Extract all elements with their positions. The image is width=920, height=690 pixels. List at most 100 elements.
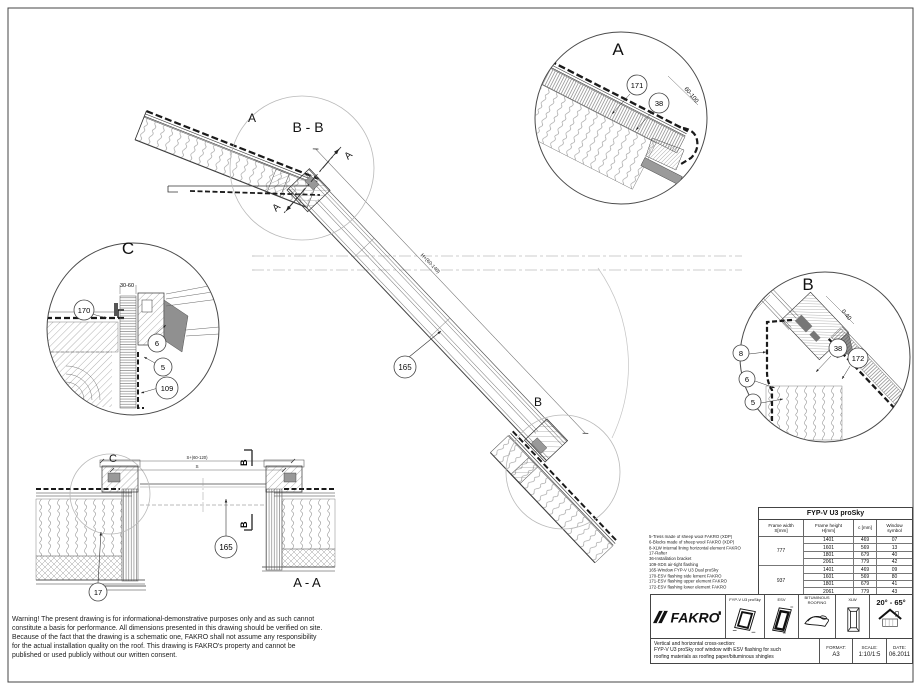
detail-c-ref-circle (69, 453, 151, 535)
dim-opening-width: S+(60-120) (186, 455, 208, 460)
table-cell-width: 937 (759, 566, 804, 596)
callout-5b-circle (744, 393, 762, 411)
parts-list-item: 165-Window FYP-V U3 Dual proSky (649, 568, 719, 574)
sheet-border (7, 7, 914, 683)
detail-a-label: A (612, 40, 624, 59)
table-cell-width: 777 (759, 537, 804, 567)
callout-170-circle (73, 299, 95, 321)
date-label: DATE: (893, 644, 906, 650)
callout-38b-circle (828, 338, 848, 358)
callout-6c-text: 6 (155, 339, 159, 348)
scale-cell: SCALE: 1:10/1:5 (853, 639, 887, 663)
window-section: H+(60-140) (286, 148, 589, 463)
parts-list-item: 17-Rafter (649, 551, 668, 557)
detail-a: 171 38 60-100 A (534, 31, 708, 205)
cut-b-label-top: B (239, 459, 249, 466)
detail-c-dim: 30-60 (120, 283, 134, 289)
brand-text: FAKRO (671, 609, 720, 625)
detail-b-ref-circle (505, 414, 621, 530)
callout-5c-text: 5 (161, 363, 165, 372)
detail-b: 8 6 5 38 172 0-40 B (732, 271, 911, 443)
table-cell: 679 (854, 551, 877, 560)
xlw-lining-icon (846, 607, 859, 632)
date-value: 06.2011 (888, 651, 911, 658)
callout-5b-text: 5 (751, 398, 755, 407)
cut-a-label-top: A (343, 149, 356, 162)
parts-list-item: 6-Blocks made of sheep wool FAKRO (XDP) (649, 540, 735, 545)
table-cell: 679 (854, 581, 877, 589)
table-cell: 40 (877, 552, 912, 560)
pitch-cell: 20° - 65° (870, 595, 912, 638)
table-cell: 569 (854, 544, 877, 552)
table-cell: 1801 (804, 581, 854, 589)
table-cell: 469 (854, 566, 877, 574)
bituminous-roofing-icon (804, 615, 829, 627)
callout-6b-text: 6 (745, 375, 749, 384)
callout-165-text: 165 (398, 363, 412, 372)
flashing-icon-cell: ESV (765, 595, 799, 638)
table-cell: 41 (877, 581, 912, 589)
fakro-logo: FAKRO (651, 595, 726, 638)
callout-171-text: 171 (631, 81, 644, 90)
callout-172-circle (847, 347, 869, 369)
callout-38b-text: 38 (834, 344, 842, 353)
table-cell: 1401 (804, 537, 854, 545)
callout-6c-circle (147, 333, 167, 353)
detail-c-label: C (122, 239, 134, 258)
callout-165-main: 165 (393, 330, 442, 379)
icon-label-window: FYP-V U3 proSky (729, 597, 761, 603)
table-cell: 42 (877, 559, 912, 567)
detail-c: 30-60 170 6 5 109 C (46, 239, 220, 416)
format-label: FORMAT: (826, 644, 846, 650)
table-cell: 13 (877, 544, 912, 552)
title-block: FAKRO FYP-V U3 proSky ESV BITUMINOUS (650, 594, 913, 664)
callout-165-aa-text: 165 (219, 543, 233, 552)
callout-8-text: 8 (739, 349, 743, 358)
col-frame-width: Frame width S[mm] (759, 520, 804, 537)
cut-b-label-bottom: B (239, 521, 249, 528)
table-cell: 779 (854, 559, 877, 567)
table-cell: 2061 (804, 559, 854, 567)
cut-b-marker-bottom: B (239, 514, 253, 531)
callout-172-text: 172 (852, 354, 865, 363)
table-cell: 1601 (804, 544, 854, 552)
drawing-description: Vertical and horizontal cross-section: F… (654, 641, 781, 660)
product-icon-cell: FYP-V U3 proSky (726, 595, 765, 638)
dim-frame-width: S (195, 464, 198, 469)
roof-pitch-icon (878, 608, 902, 627)
parts-list-item: 8-XLW internal lining horizontal element… (649, 546, 741, 551)
table-cell: 1801 (804, 551, 854, 560)
icon-label-xlw: XLW (848, 597, 857, 603)
callout-17: 17 (88, 531, 108, 602)
col-c: c [mm] (854, 520, 877, 537)
size-table: FYP-V U3 proSky Frame width S[mm] Frame … (758, 507, 913, 597)
sash-swing-arc (597, 267, 629, 439)
roof-window-icon (732, 608, 756, 633)
parts-list-item: 172-ESV flashing lower element FAKRO (649, 585, 727, 590)
table-cell: 569 (854, 573, 877, 582)
table-cell: 1601 (804, 573, 854, 582)
cut-a-label-bottom: A (271, 201, 284, 214)
table-cell: 469 (854, 537, 877, 545)
detail-a-ref-circle (229, 95, 375, 241)
size-table-body: 777 1401 469 07 1601 569 13 1801 679 40 … (759, 537, 912, 596)
warning-note: Warning! The present drawing is for info… (12, 616, 323, 660)
table-cell: 1401 (804, 566, 854, 574)
cut-b-marker-top: B (239, 449, 253, 466)
callout-38a-text: 38 (655, 99, 663, 108)
section-bb-view: H+(60-140) A B B - B A A (134, 95, 629, 564)
section-aa-label: A - A (293, 575, 321, 590)
callout-171-circle (626, 74, 648, 96)
callout-165-aa: 165 (214, 499, 238, 559)
fakro-logo-icon: FAKRO (653, 609, 721, 625)
detail-b-ref-label: B (534, 395, 542, 409)
drawing-description-cell: Vertical and horizontal cross-section: F… (651, 639, 820, 663)
parts-list-item: 171-ESV flashing upper element FAKRO (649, 579, 728, 585)
lining-icon-cell: XLW (836, 595, 870, 638)
parts-list-item: 170-ESV flashing side lement FAKRO (649, 574, 722, 579)
parts-list-item: 109-XDS air-tight flashing (649, 563, 699, 568)
table-cell: 09 (877, 566, 912, 574)
size-table-header: Frame width S[mm] Frame height H[mm] c [… (759, 520, 912, 537)
col-symbol: Window symbol (877, 520, 912, 537)
